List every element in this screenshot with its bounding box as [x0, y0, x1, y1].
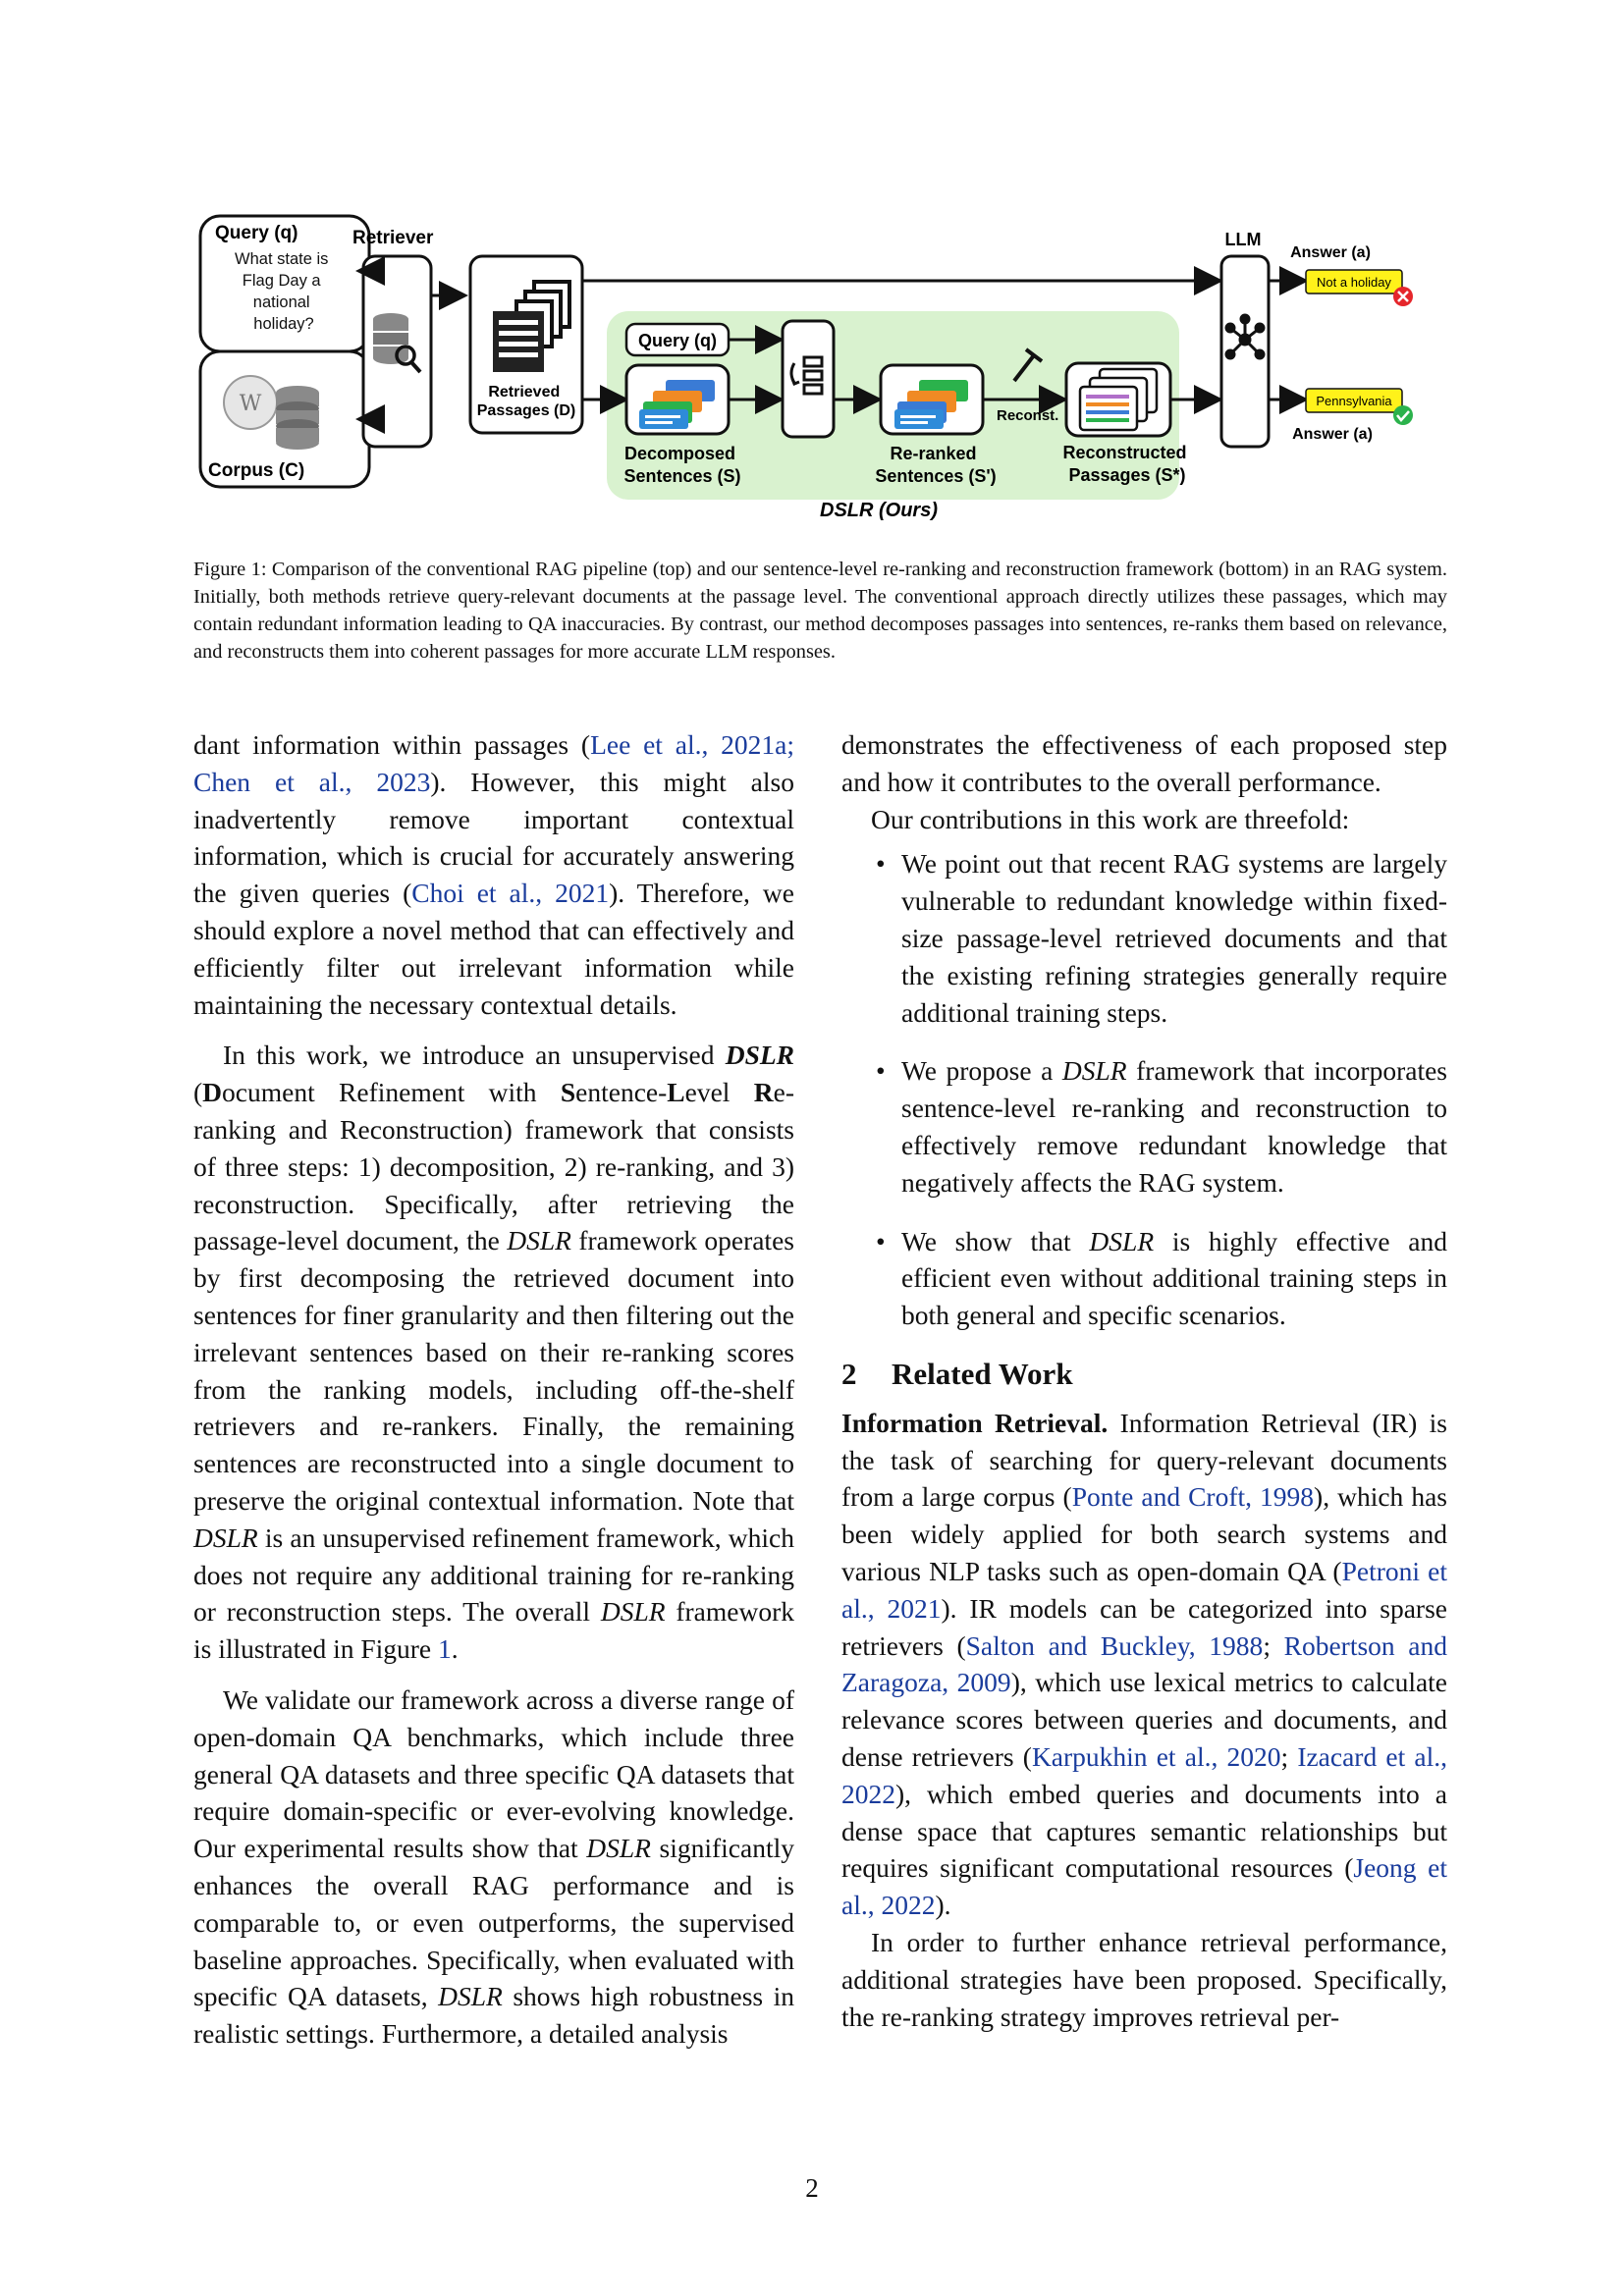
svg-text:Reconstructed Passages (S*: Reconstructed Passages (S*) — [1062, 443, 1191, 485]
wikipedia-globe-icon: W — [223, 375, 278, 430]
passages-icon — [1078, 367, 1159, 432]
svg-text:Retrieved Passages (D): Retrieved Passages (D) — [477, 384, 576, 419]
right-column: demonstrates the effectiveness of each p… — [841, 726, 1447, 2035]
paragraph: In order to further enhance retrieval pe… — [841, 1926, 1447, 2032]
llm-label: LLM — [1225, 230, 1262, 249]
llm-box — [1219, 254, 1271, 449]
database-icon — [276, 386, 319, 450]
paragraph: dant information within passages (Lee et… — [193, 729, 795, 1020]
answer-bottom-label: Answer (a) — [1292, 426, 1373, 443]
pipeline-diagram: Query (q) What state is Flag Day a natio… — [198, 214, 1413, 521]
contributions-list: •We point out that recent RAG systems ar… — [841, 845, 1447, 1334]
corpus-label: Corpus (C) — [208, 460, 304, 481]
answer-top-value: Not a holiday — [1317, 275, 1391, 290]
citation-link[interactable]: Robertson and Zaragoza, 2009 — [841, 1629, 1448, 1698]
query-text-line: Flag Day a — [243, 272, 322, 290]
answer-bottom-box — [1305, 388, 1403, 413]
sentences-icon — [894, 380, 968, 429]
citation-link[interactable]: Karpukhin et al., 2020 — [1031, 1740, 1281, 1772]
left-column: dant information within passages (Lee et… — [193, 726, 794, 2053]
answer-top-label: Answer (a) — [1290, 244, 1371, 261]
svg-text:Re-ranked Sentences (S'): Re-ranked Sentences (S') — [875, 444, 996, 486]
svg-text:What state is Flag Day a: What state is Flag Day a national holida… — [235, 250, 333, 333]
citation-link[interactable]: Lee et al., 2021a; Chen et al., 2023 — [193, 729, 795, 797]
query-label: Query (q) — [215, 223, 298, 243]
list-item: •We propose a DSLR framework that incorp… — [876, 1055, 1447, 1198]
citation-link[interactable]: Petroni et al., 2021 — [841, 1555, 1447, 1624]
citation-link[interactable]: Salton and Buckley, 1988 — [965, 1629, 1264, 1661]
reconstructed-label-line: Reconstructed — [1062, 443, 1186, 462]
retrieved-label-line: Retrieved — [488, 384, 560, 400]
list-item: •We point out that recent RAG systems ar… — [876, 848, 1447, 1028]
inner-query-label: Query (q) — [638, 331, 717, 350]
figure-1: Query (q) What state is Flag Day a natio… — [191, 206, 1458, 530]
figure-caption: Figure 1: Comparison of the conventional… — [193, 559, 1447, 663]
citation-link[interactable]: Choi et al., 2021 — [411, 878, 610, 909]
page-number: 2 — [805, 2173, 819, 2203]
svg-text:Decomposed Sentences (S): Decomposed Sentences (S) — [623, 444, 740, 486]
hammer-icon — [1012, 347, 1044, 383]
reranked-label-line: Sentences (S') — [875, 466, 996, 486]
paragraph: demonstrates the effectiveness of each p… — [841, 729, 1447, 797]
reconst-label: Reconst. — [997, 407, 1058, 424]
network-icon — [1224, 313, 1266, 360]
decomposed-label-line: Decomposed — [624, 444, 735, 463]
citation-link[interactable]: Izacard et al., 2022 — [841, 1740, 1447, 1809]
citation-link[interactable]: Ponte and Croft, 1998 — [1071, 1481, 1315, 1513]
documents-stack-icon — [493, 280, 571, 372]
paragraph: Our contributions in this work are three… — [871, 803, 1350, 834]
citation-link[interactable]: Jeong et al., 2022 — [841, 1852, 1447, 1921]
wrong-icon — [1393, 287, 1413, 306]
svg-text:W: W — [240, 392, 262, 416]
decomposed-label-line: Sentences (S) — [623, 466, 740, 486]
correct-icon — [1393, 405, 1413, 425]
rerank-icon — [789, 355, 824, 396]
query-text-line: What state is — [235, 250, 328, 268]
sentences-icon — [639, 380, 715, 429]
answer-bottom-value: Pennsylvania — [1316, 394, 1392, 408]
answer-top-box — [1305, 269, 1403, 294]
retriever-label: Retriever — [352, 228, 434, 248]
paragraph: We validate our framework across a diver… — [193, 1683, 794, 2050]
reconstructed-label-line: Passages (S*) — [1068, 465, 1185, 485]
retrieved-label-line: Passages (D) — [477, 402, 576, 419]
dslr-label: DSLR (Ours) — [820, 500, 938, 521]
reranked-label-line: Re-ranked — [890, 444, 976, 463]
figure-ref-link[interactable]: 1 — [438, 1633, 452, 1665]
database-search-icon — [373, 313, 422, 374]
list-item: •We show that DSLR is highly effective a… — [876, 1225, 1447, 1331]
query-text-line: holiday? — [253, 315, 313, 333]
paragraph: In this work, we introduce an unsupervis… — [193, 1040, 794, 1665]
paragraph: Information Retrieval. Information Retri… — [841, 1407, 1448, 1921]
query-text-line: national — [253, 294, 310, 311]
